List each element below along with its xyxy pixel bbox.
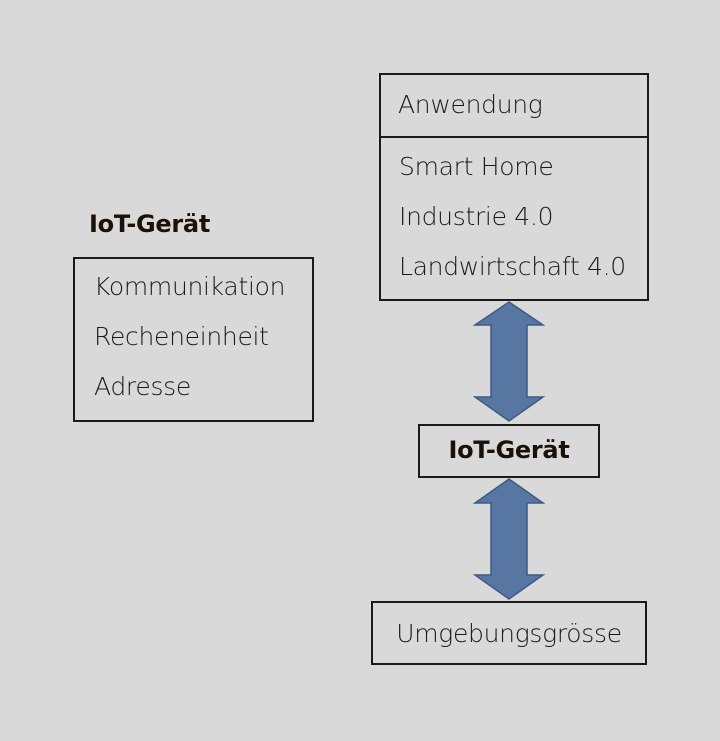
double-arrow-top-icon (472, 301, 546, 422)
environment-box (371, 601, 647, 665)
left-device-title: IoT-Gerät (89, 210, 211, 238)
property-communication: Kommunikation (94, 272, 286, 301)
application-box (379, 73, 649, 301)
double-arrow-bottom-icon (472, 478, 546, 600)
property-compute-unit: Recheneinheit (94, 322, 269, 351)
device-properties-box (73, 257, 314, 422)
iot-device-label: IoT-Gerät (448, 436, 570, 464)
application-agriculture: Landwirtschaft 4.0 (399, 252, 626, 281)
iot-device-box (418, 424, 600, 478)
application-smart-home: Smart Home (399, 152, 554, 181)
environment-label: Umgebungsgrösse (396, 619, 622, 648)
application-divider (379, 136, 649, 138)
property-address: Adresse (94, 372, 191, 401)
application-industry: Industrie 4.0 (399, 202, 554, 231)
application-header: Anwendung (398, 90, 543, 119)
